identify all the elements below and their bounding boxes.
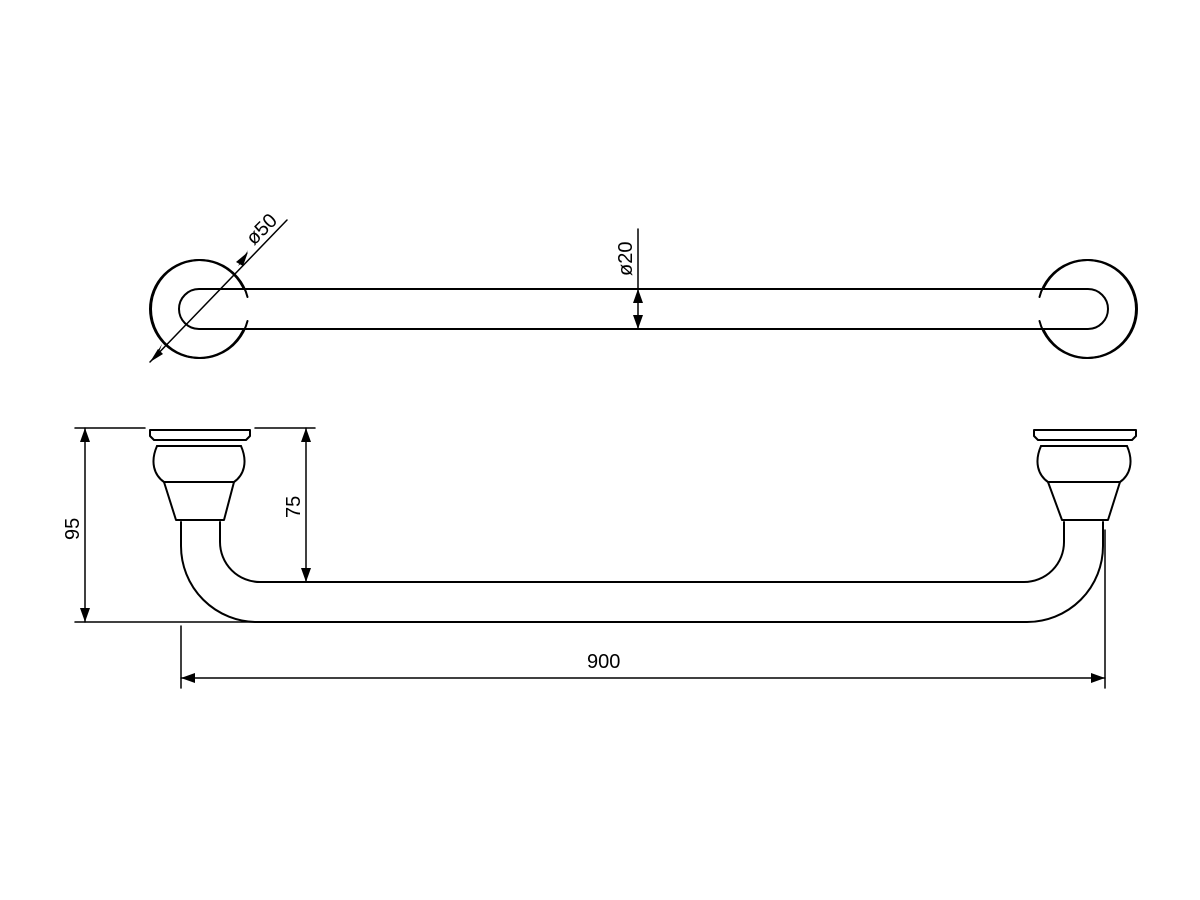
bar-dim-arrow-top (633, 289, 643, 303)
left-flange-arc-top (150, 259, 249, 359)
side-view: 95 75 900 (62, 427, 1137, 689)
right-bracket (1033, 429, 1137, 521)
length-arrow-right (1091, 673, 1105, 683)
top-bar-outline (178, 288, 1109, 330)
flange-arrow-head-1 (236, 252, 248, 266)
flange-diameter-dim-line (149, 219, 288, 363)
bar-projection-label: 75 (283, 496, 305, 518)
length-arrow-left (181, 673, 195, 683)
flange-diameter-label: ø50 (242, 210, 282, 250)
projection-arrow-top (301, 428, 311, 442)
left-bracket (149, 429, 251, 521)
projection-arrow-bottom (301, 568, 311, 582)
height-arrow-top (80, 428, 90, 442)
top-view: ø50 ø20 (149, 210, 1138, 363)
height-arrow-bottom (80, 608, 90, 622)
bar-mask (195, 289, 1095, 329)
overall-height-label: 95 (62, 518, 84, 540)
bar-diameter-label: ø20 (615, 242, 637, 276)
side-bar-inner (219, 521, 1065, 583)
bar-dim-arrow-bottom (633, 315, 643, 329)
side-bar-outer (180, 521, 1104, 623)
overall-length-label: 900 (587, 651, 620, 673)
right-flange-arc (1038, 259, 1137, 359)
flange-arrow-head-2 (150, 349, 163, 362)
